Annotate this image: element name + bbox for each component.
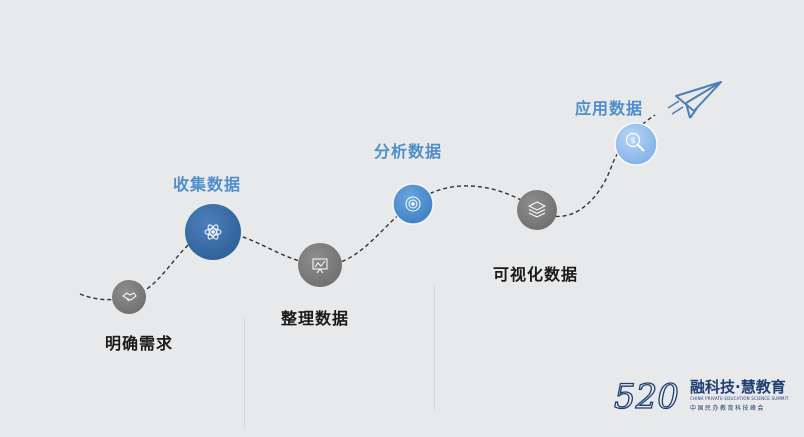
presentation-board-icon	[312, 258, 328, 274]
atom-icon	[204, 224, 222, 240]
step-node-1	[112, 280, 146, 314]
svg-text:520: 520	[614, 377, 679, 417]
step-node-2	[185, 204, 241, 260]
step-label-4: 分析数据	[374, 142, 443, 161]
magnifier-dollar-icon: $	[625, 132, 645, 152]
step-label-1: 明确需求	[105, 334, 174, 353]
svg-text:$: $	[630, 136, 635, 145]
handshake-icon	[122, 292, 137, 302]
layers-icon	[527, 201, 547, 218]
step-label-6: 应用数据	[575, 99, 644, 118]
step-node-4	[392, 183, 434, 225]
divider-line-1	[244, 318, 245, 428]
step-label-2: 收集数据	[173, 175, 242, 194]
logo-number: 520	[613, 376, 679, 417]
step-node-6: $	[614, 122, 658, 166]
paper-plane-icon	[667, 81, 722, 119]
divider-line-2	[434, 285, 435, 410]
step-node-5	[517, 190, 557, 230]
target-icon	[405, 196, 421, 212]
event-logo: 520 融科技·慧教育 CHINA PRIVATE-EDUCATION SCIE…	[612, 368, 802, 418]
logo-subtitle-cn: 中国民办教育科技峰会	[690, 405, 766, 412]
step-label-3: 整理数据	[281, 309, 350, 328]
step-label-5: 可视化数据	[493, 265, 579, 284]
step-node-3	[298, 243, 342, 287]
logo-title: 融科技·慧教育	[690, 378, 786, 396]
dashed-path	[79, 114, 656, 301]
logo-subtitle-en: CHINA PRIVATE-EDUCATION SCIENCE SUMMIT	[690, 396, 789, 401]
